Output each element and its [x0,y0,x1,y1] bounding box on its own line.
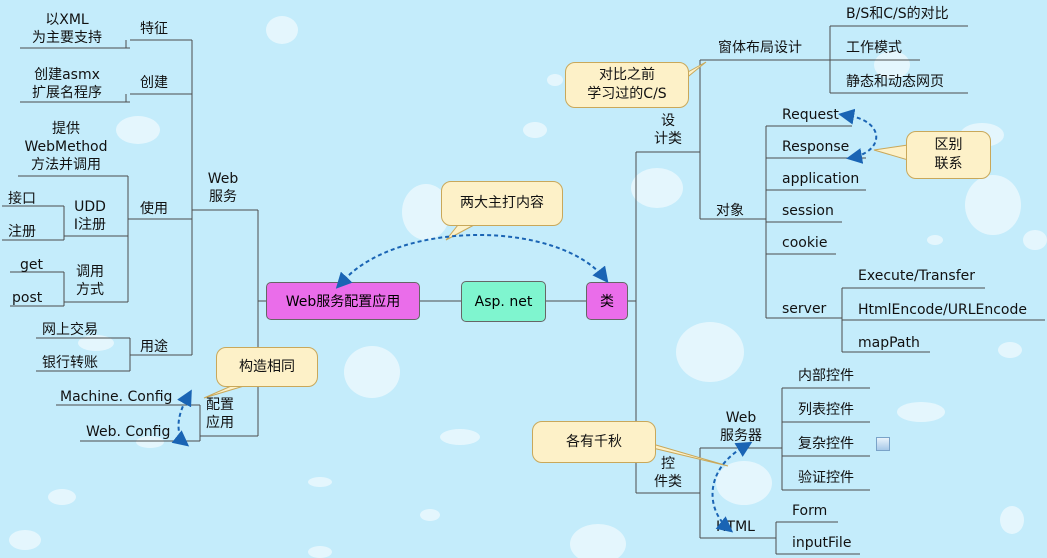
purpose-item-transfer[interactable]: 银行转账 [42,355,98,371]
web-server-item-complex[interactable]: 复杂控件 [798,436,854,452]
design-class-node[interactable]: 设 计类 [654,113,682,147]
callout-same-structure-text: 构造相同 [239,358,295,375]
object-session[interactable]: session [782,203,834,219]
web-server-node[interactable]: Web 服务器 [720,410,762,444]
callout-diff-text: 区别 联系 [934,137,963,172]
features-node[interactable]: 特征 [140,21,168,37]
callout-compare-text: 对比之前 学习过的C/S [587,67,667,102]
window-layout-item-bs-cs[interactable]: B/S和C/S的对比 [846,6,949,22]
window-layout-item-pages[interactable]: 静态和动态网页 [846,74,944,90]
features-item[interactable]: 以XML 为主要支持 [32,12,102,46]
web-service-node[interactable]: Web 服务 [207,171,239,205]
create-node[interactable]: 创建 [140,75,168,91]
use-item-webmethod[interactable]: 提供 WebMethod 方法并调用 [24,121,108,173]
callout-each-merit[interactable]: 各有千秋 [532,421,656,463]
purpose-node[interactable]: 用途 [140,339,168,355]
server-item-mappath[interactable]: mapPath [858,335,920,351]
object-response[interactable]: Response [782,139,850,155]
call-mode-post[interactable]: post [12,290,43,306]
image-attachment-icon [876,437,890,451]
server-item-encode[interactable]: HtmlEncode/URLEncode [858,302,1027,318]
window-layout-item-work-mode[interactable]: 工作模式 [846,40,902,56]
callout-compare[interactable]: 对比之前 学习过的C/S [565,62,689,108]
udd-node[interactable]: UDD I注册 [73,199,107,233]
center-label: Asp. net [474,293,533,310]
call-mode-node[interactable]: 调用 方式 [76,264,104,298]
web-server-item-validation[interactable]: 验证控件 [798,470,854,486]
web-server-item-internal[interactable]: 内部控件 [798,368,854,384]
udd-item-register[interactable]: 注册 [8,224,36,240]
call-mode-get[interactable]: get [20,257,43,273]
callout-diff[interactable]: 区别 联系 [906,131,991,179]
object-application[interactable]: application [782,171,860,187]
server-node[interactable]: server [782,301,827,317]
config-item-machine[interactable]: Machine. Config [60,389,173,405]
config-node[interactable]: 配置 应用 [206,397,234,431]
udd-item-interface[interactable]: 接口 [8,191,36,207]
html-item-form[interactable]: Form [792,503,828,519]
callout-same-structure[interactable]: 构造相同 [216,347,318,387]
objects-node[interactable]: 对象 [716,203,744,219]
server-item-execute[interactable]: Execute/Transfer [858,268,975,284]
create-item[interactable]: 创建asmx 扩展名程序 [32,67,102,101]
config-item-web[interactable]: Web. Config [86,424,171,440]
web-server-item-list[interactable]: 列表控件 [798,402,854,418]
window-layout-node[interactable]: 窗体布局设计 [718,40,802,56]
callout-each-merit-text: 各有千秋 [566,433,622,450]
left-main-node[interactable]: Web服务配置应用 [266,282,420,320]
left-main-label: Web服务配置应用 [285,294,401,310]
callout-two-main[interactable]: 两大主打内容 [441,181,563,226]
purpose-item-trade[interactable]: 网上交易 [42,322,98,338]
html-item-inputfile[interactable]: inputFile [792,535,852,551]
object-request[interactable]: Request [782,107,839,123]
control-class-node[interactable]: 控 件类 [654,456,682,490]
callout-two-main-text: 两大主打内容 [460,195,544,211]
object-cookie[interactable]: cookie [782,235,828,251]
right-main-label: 类 [600,294,614,310]
use-node[interactable]: 使用 [140,201,168,217]
